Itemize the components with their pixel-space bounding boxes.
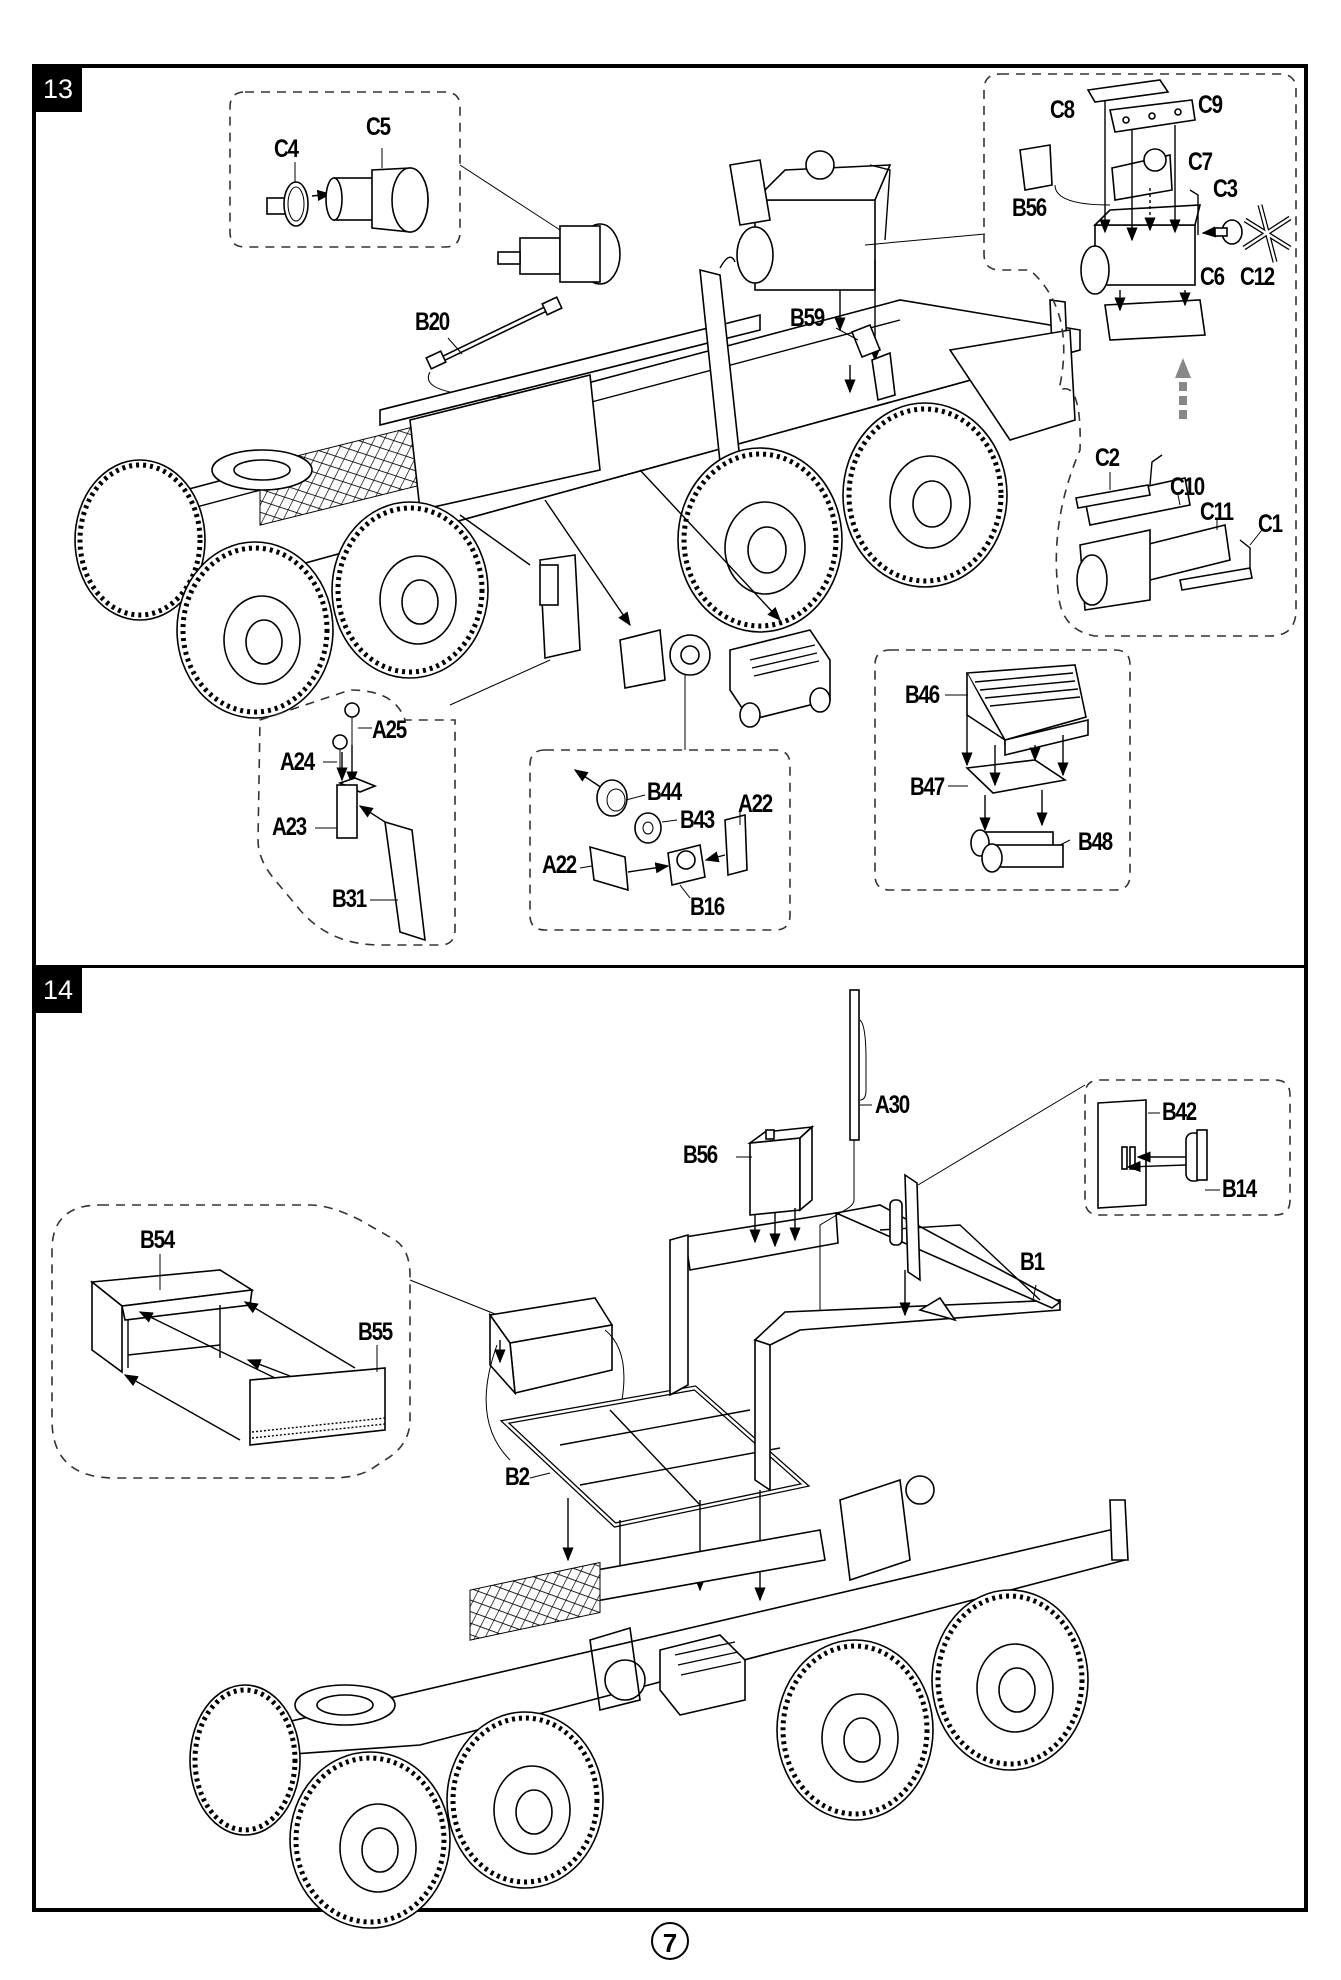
part-c1-icon: [1179, 567, 1253, 591]
part-label-b14[interactable]: B14: [1222, 1175, 1257, 1203]
wheel-front-left-2: [176, 541, 334, 719]
part-a22-right-icon: [724, 813, 748, 877]
part-label-a25[interactable]: A25: [372, 716, 407, 744]
part-label-b56-step14[interactable]: B56: [683, 1141, 718, 1169]
toolbox-exploded: [485, 1297, 625, 1461]
part-label-b46[interactable]: B46: [905, 681, 940, 709]
callout-battery: [874, 649, 1131, 891]
callout-engine: [983, 73, 1297, 637]
chassis-frame-14: [209, 1475, 1129, 1761]
callout-toolbox: [51, 1204, 411, 1479]
part-c3-icon: [1214, 219, 1243, 245]
part-b48-icon: [970, 829, 1064, 873]
part-a22-left-icon: [589, 845, 629, 892]
callout-c4-c5: [229, 91, 461, 248]
part-c5-icon: [325, 167, 429, 233]
engine-block-exploded-icon: [1075, 454, 1253, 611]
bracket-installed: [889, 1173, 921, 1282]
callout-bracket: [1084, 1079, 1291, 1216]
part-c12-fan-icon: [1242, 204, 1292, 263]
part-c7-icon: [1111, 148, 1173, 201]
part-label-c1[interactable]: C1: [1258, 510, 1283, 538]
engine-block-icon: [1080, 189, 1202, 295]
part-label-a22-left[interactable]: A22: [542, 851, 577, 879]
part-label-a30[interactable]: A30: [875, 1091, 910, 1119]
part-b46-icon: [965, 664, 1089, 757]
part-label-b56[interactable]: B56: [1012, 194, 1047, 222]
part-label-a22-right[interactable]: A22: [738, 790, 773, 818]
part-label-b31[interactable]: B31: [332, 885, 367, 913]
part-b59-icon: [850, 323, 896, 402]
part-b20-icon: [425, 296, 563, 370]
part-label-c5[interactable]: C5: [366, 113, 391, 141]
spare-wheel-mount-installed: [619, 628, 711, 689]
part-c2-icon: [1075, 484, 1151, 509]
wheel-14-rear-1: [776, 1639, 934, 1821]
part-a30-icon: [849, 989, 867, 1141]
part-c6-icon: [1104, 299, 1206, 341]
battery-box-installed: [729, 629, 831, 728]
part-label-c2[interactable]: C2: [1095, 444, 1120, 472]
step-divider: [32, 965, 1306, 968]
part-label-b54[interactable]: B54: [140, 1226, 175, 1254]
part-label-a24[interactable]: A24: [280, 748, 315, 776]
part-label-c6[interactable]: C6: [1200, 263, 1225, 291]
wheel-rear-left-2: [842, 402, 1008, 588]
part-label-c8[interactable]: C8: [1050, 96, 1075, 124]
wheel-14-front-1: [189, 1684, 301, 1836]
page-number: 7: [651, 1922, 689, 1960]
part-b31-icon: [384, 820, 426, 942]
part-label-b47[interactable]: B47: [910, 773, 945, 801]
part-b2-icon: [499, 1385, 811, 1528]
wheel-14-front-2: [289, 1751, 451, 1929]
part-b14-icon: [1185, 1129, 1208, 1182]
part-label-c10[interactable]: C10: [1170, 473, 1205, 501]
wheel-14-front-3: [446, 1711, 604, 1889]
part-b56-icon: [1019, 144, 1053, 191]
hint-arrow-up-icon: [1175, 358, 1191, 419]
mudflap-installed: [539, 554, 581, 659]
part-a23-icon: [336, 784, 358, 839]
part-label-a23[interactable]: A23: [272, 813, 307, 841]
part-b1-icon: [669, 1204, 1062, 1492]
part-c5-installed: [497, 223, 621, 285]
wheel-rear-left-1: [677, 447, 843, 633]
part-label-b59[interactable]: B59: [790, 304, 825, 332]
wheel-14-rear-2: [931, 1589, 1089, 1771]
step-14-badge: 14: [34, 968, 82, 1013]
part-label-b20[interactable]: B20: [415, 308, 450, 336]
part-b47-icon: [965, 759, 1068, 794]
part-b43-icon: [634, 812, 662, 844]
part-label-b2[interactable]: B2: [505, 1463, 530, 1491]
part-label-c3[interactable]: C3: [1213, 175, 1238, 203]
part-label-c9[interactable]: C9: [1198, 91, 1223, 119]
part-label-b48[interactable]: B48: [1078, 828, 1113, 856]
part-label-c4[interactable]: C4: [274, 135, 299, 163]
part-label-b44[interactable]: B44: [647, 778, 682, 806]
part-label-c12[interactable]: C12: [1240, 263, 1275, 291]
part-label-b55[interactable]: B55: [358, 1318, 393, 1346]
callout-spare-wheel: [529, 749, 791, 931]
step-13-badge: 13: [34, 67, 82, 112]
wheel-front-left-3: [331, 501, 489, 679]
part-label-c11[interactable]: C11: [1200, 498, 1234, 526]
part-label-b42[interactable]: B42: [1162, 1098, 1197, 1126]
part-b54-icon: [89, 1269, 255, 1374]
part-label-b16[interactable]: B16: [690, 893, 725, 921]
engine-installed: [729, 150, 892, 291]
part-b56-battery-icon: [747, 1125, 815, 1216]
part-c8-icon: [1086, 79, 1170, 103]
part-label-c7[interactable]: C7: [1188, 148, 1213, 176]
chassis-frame-13: [109, 268, 1081, 571]
wheel-front-left-1: [74, 459, 206, 621]
part-b44-icon: [596, 779, 628, 817]
part-label-b1[interactable]: B1: [1020, 1248, 1045, 1276]
part-a24-icon: [332, 734, 348, 750]
part-b55-icon: [249, 1367, 386, 1446]
callout-mudflap: [257, 689, 456, 946]
part-c4-icon: [266, 181, 309, 227]
part-a25-icon: [344, 702, 360, 718]
part-label-b43[interactable]: B43: [680, 806, 715, 834]
